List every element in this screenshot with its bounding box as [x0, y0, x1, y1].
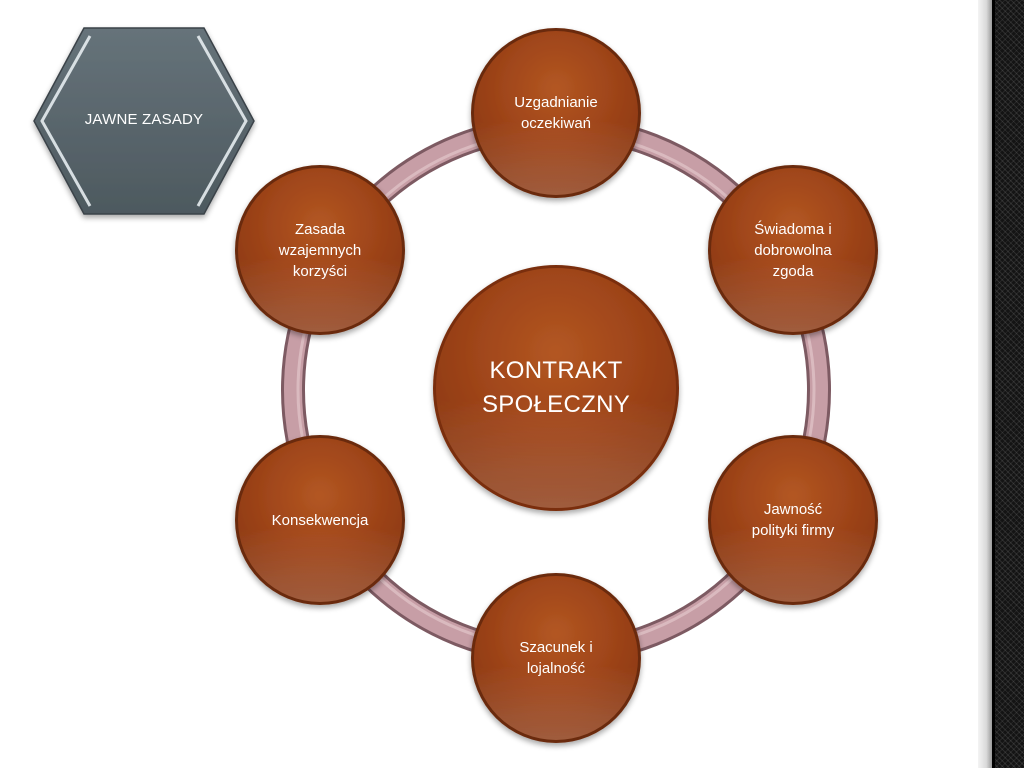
node-label-konsekwencja: Konsekwencja: [271, 511, 369, 529]
node-label-swiadoma: Świadoma i dobrowolna zgoda: [754, 220, 832, 280]
center-label: KONTRAKT SPOŁECZNY: [481, 357, 631, 418]
node-circle-szacunek: [471, 573, 641, 743]
node-label-jawnosc: Jawność polityki firmy: [751, 501, 835, 539]
node-circle-jawnosc: [708, 435, 878, 605]
node-circle-konsekwencja: [235, 435, 405, 605]
node-circle-swiadoma: [708, 165, 878, 335]
node-label-szacunek: Szacunek i lojalność: [519, 639, 593, 677]
decorative-side-strip: [978, 0, 1024, 768]
node-circle-uzgadnianie: [471, 28, 641, 198]
center-circle: [433, 265, 679, 511]
hexagon-tag-label: JAWNE ZASADY: [84, 110, 204, 128]
node-circle-zasada: [235, 165, 405, 335]
node-label-uzgadnianie: Uzgadnianie oczekiwań: [514, 94, 598, 132]
hexagon-tag: [33, 27, 255, 215]
side-strip-dark-band: [992, 0, 1024, 768]
side-strip-light-band: [978, 0, 992, 768]
node-label-zasada: Zasada wzajemnych korzyści: [278, 220, 362, 280]
side-strip-edge: [992, 0, 995, 768]
